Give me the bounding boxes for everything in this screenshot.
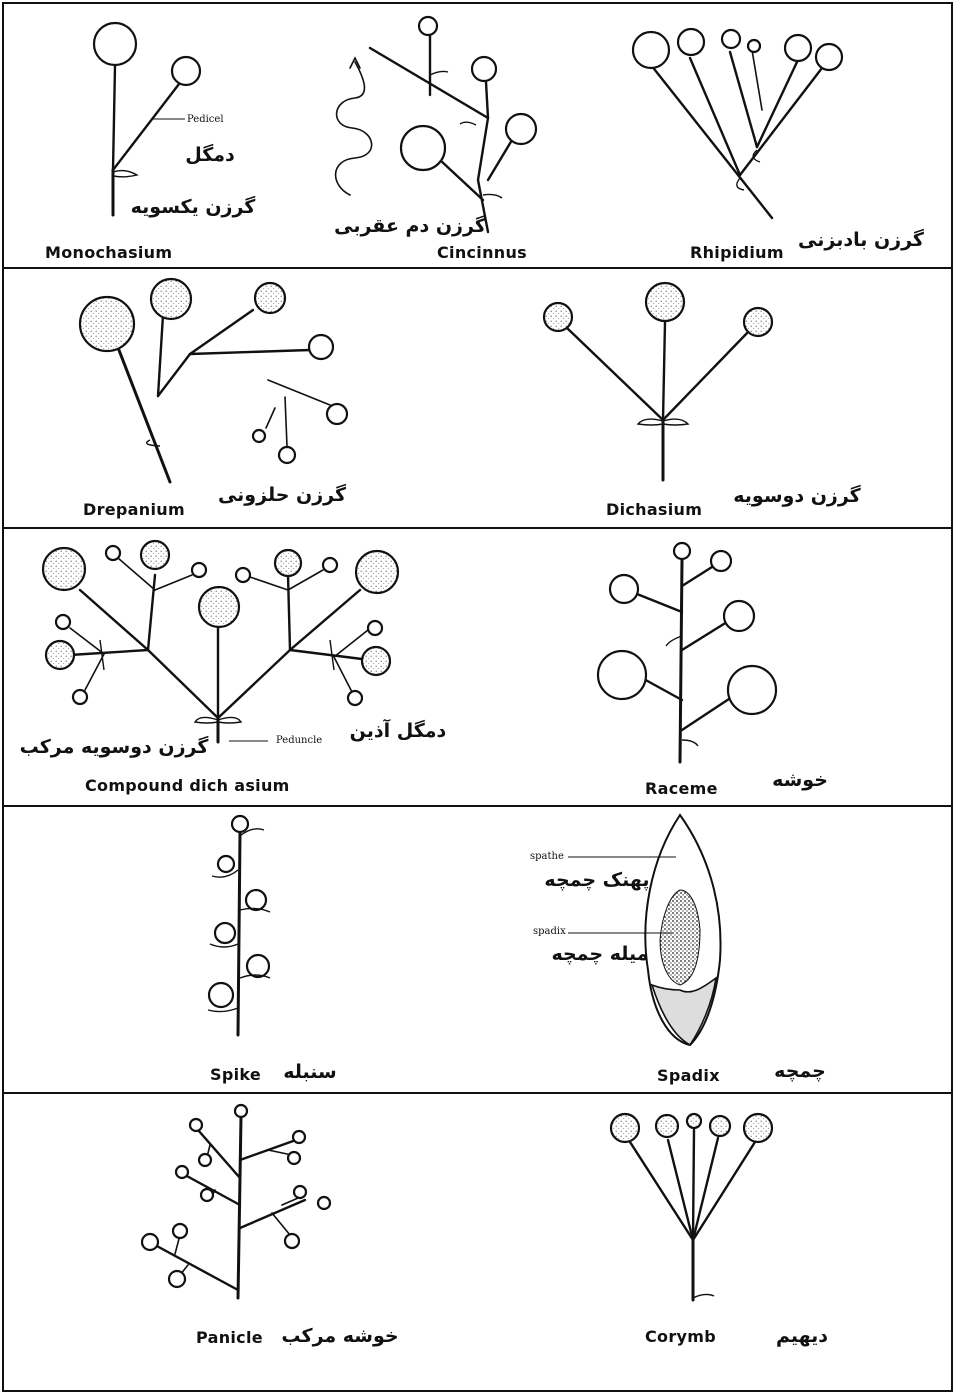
- peduncle-label: Peduncle: [276, 735, 322, 746]
- cincinnus-figure: [334, 15, 538, 234]
- spike-figure: [207, 814, 271, 1037]
- corymb-label: Corymb: [645, 1327, 716, 1346]
- panicle-figure: [140, 1103, 332, 1300]
- spadix-part-label-fa: میله چمچه: [551, 943, 648, 965]
- corymb-figure: [609, 1112, 774, 1302]
- raceme-label-fa: خوشه: [772, 769, 828, 791]
- monochasium-pedicel-label: Pedicel: [187, 114, 224, 125]
- spadix-label-fa: چمچه: [774, 1060, 826, 1082]
- cincinnus-label-fa: گرزن دم عقربی: [334, 214, 487, 237]
- spike-label-fa: سنبله: [283, 1061, 336, 1083]
- compound-dichasium-figure: [41, 539, 400, 744]
- raceme-label: Raceme: [645, 779, 718, 798]
- monochasium-pedicel-label-fa: دمگل: [185, 143, 235, 166]
- dichasium-label: Dichasium: [606, 500, 702, 519]
- corymb-label-fa: دیهیم: [776, 1325, 828, 1347]
- drepanium-label: Drepanium: [83, 500, 185, 519]
- dichasium-label-fa: گرزن دوسویه: [733, 484, 861, 507]
- spadix-part-label: spadix: [533, 926, 566, 937]
- drepanium-label-fa: گرزن حلزونی: [218, 483, 347, 506]
- panicle-label: Panicle: [196, 1328, 263, 1347]
- spadix-figure: [568, 813, 722, 1047]
- panicle-label-fa: خوشه مرکب: [281, 1325, 398, 1347]
- dichasium-figure: [542, 281, 774, 482]
- compound-dichasium-label: Compound dich asium: [85, 776, 290, 795]
- monochasium-label-fa: گرزن یکسویه: [131, 195, 257, 218]
- spadix-label: Spadix: [657, 1066, 720, 1085]
- monochasium-figure: [92, 21, 202, 217]
- rhipidium-figure: [631, 27, 844, 220]
- compound-dichasium-label-fa: گرزن دوسویه مرکب: [20, 735, 210, 758]
- drepanium-figure: [78, 277, 349, 484]
- rhipidium-label-fa: گرزن بادبزنی: [798, 228, 925, 251]
- peduncle-label-fa: دمگل آذین: [350, 718, 447, 742]
- rhipidium-label: Rhipidium: [690, 243, 784, 262]
- spathe-label-fa: پهنک چمچه: [544, 869, 649, 891]
- raceme-figure: [596, 541, 778, 764]
- cincinnus-label: Cincinnus: [437, 243, 527, 262]
- monochasium-label: Monochasium: [45, 243, 172, 262]
- spike-label: Spike: [210, 1065, 261, 1084]
- spathe-label: spathe: [530, 851, 564, 862]
